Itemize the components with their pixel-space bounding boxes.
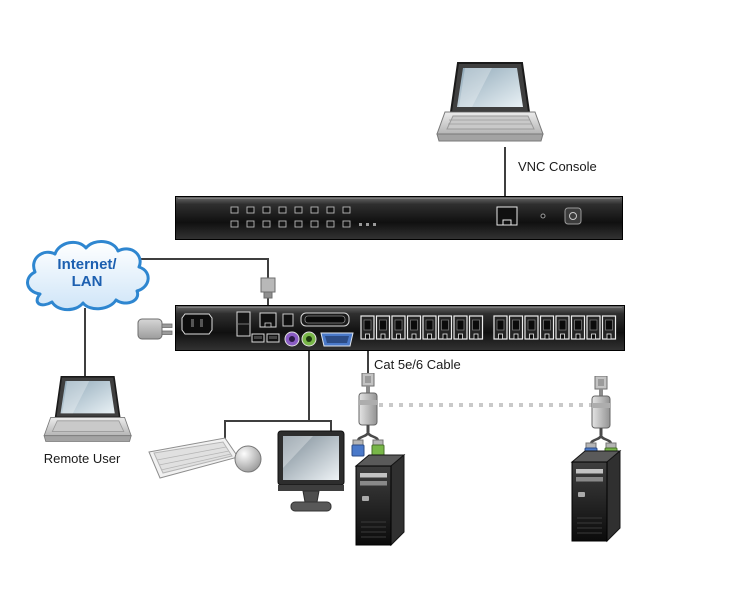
station-led-dots bbox=[359, 223, 376, 226]
kvm-switch-rear-panel bbox=[175, 305, 625, 351]
front-power-button bbox=[564, 207, 582, 225]
cloud-icon bbox=[26, 240, 150, 312]
serial-db25-port bbox=[300, 312, 350, 327]
console-keyboard bbox=[146, 435, 240, 481]
rj45-plug-icon bbox=[594, 375, 608, 396]
laptop-icon bbox=[436, 62, 544, 142]
lan-rj45-port bbox=[259, 312, 277, 328]
modem-port bbox=[282, 313, 294, 327]
tower-pc-icon bbox=[570, 449, 622, 543]
console-usb-ports bbox=[251, 333, 280, 343]
reset-pinhole bbox=[540, 213, 546, 219]
power-inlet bbox=[181, 313, 213, 335]
laptop-icon bbox=[43, 376, 132, 442]
computer-tower-2 bbox=[570, 448, 622, 544]
ps2-mouse-port bbox=[301, 331, 317, 347]
mouse-icon bbox=[234, 445, 262, 473]
internet-lan-label: Internet/ LAN bbox=[20, 256, 154, 290]
console-vga-port bbox=[320, 332, 354, 347]
vnc-console-label: VNC Console bbox=[518, 159, 597, 174]
port-selection-pushbuttons bbox=[230, 206, 351, 228]
tower-pc-icon bbox=[354, 453, 406, 547]
cat-cable-label: Cat 5e/6 Cable bbox=[374, 357, 461, 372]
internet-lan-label-line1: Internet/ bbox=[57, 256, 117, 273]
kvm-adapter-cable-1 bbox=[350, 372, 386, 459]
power-rocker-switch bbox=[236, 311, 251, 337]
internet-lan-cloud: Internet/ LAN bbox=[20, 234, 154, 316]
remote-user-label: Remote User bbox=[43, 451, 121, 466]
computer-tower-1 bbox=[354, 452, 406, 548]
vga-connector-icon bbox=[351, 439, 365, 457]
remote-user-laptop bbox=[40, 376, 132, 444]
vnc-console-laptop bbox=[432, 62, 544, 144]
kvm-switch-front-panel bbox=[175, 196, 623, 240]
console-mouse bbox=[233, 444, 263, 474]
keyboard-icon bbox=[148, 437, 239, 479]
internet-lan-cable bbox=[136, 258, 269, 279]
adapter-body bbox=[358, 392, 378, 426]
front-rj45-port bbox=[496, 206, 518, 226]
lan-cable-connector bbox=[260, 277, 276, 299]
console-cable-branches bbox=[224, 420, 332, 444]
internet-lan-label-line2: LAN bbox=[71, 273, 103, 290]
rj45-plug-icon bbox=[361, 372, 375, 393]
power-plug bbox=[136, 316, 176, 342]
adapter-body bbox=[591, 395, 611, 429]
ps2-keyboard-port bbox=[284, 331, 300, 347]
console-monitor bbox=[277, 430, 347, 518]
monitor-icon bbox=[277, 430, 345, 512]
